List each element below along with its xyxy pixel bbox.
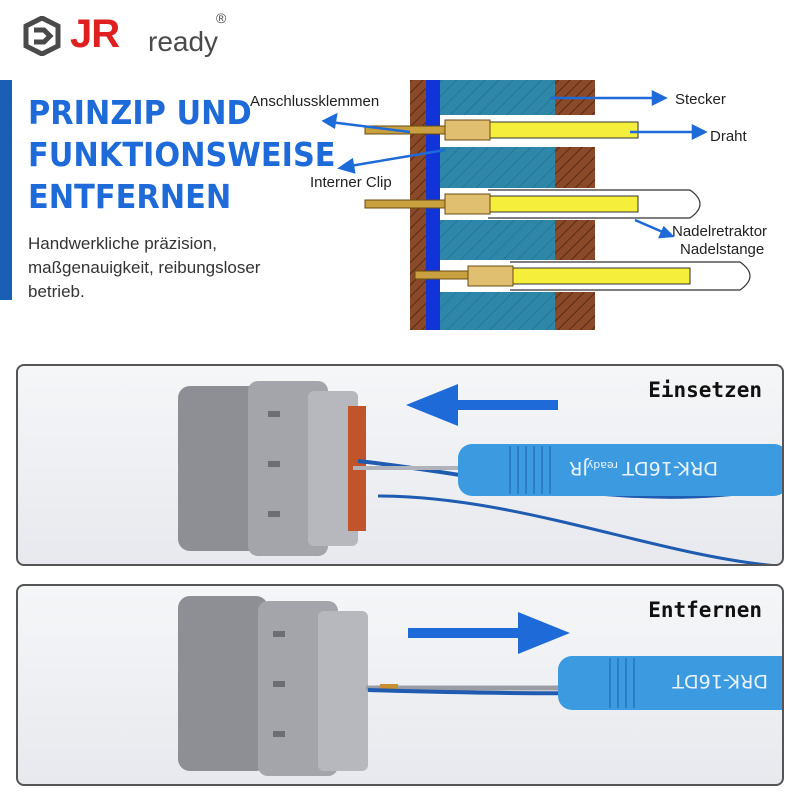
connector-thread <box>318 611 368 771</box>
brand-logo: JR ready ® <box>20 10 240 62</box>
connector-thread <box>308 391 358 546</box>
connector-notches <box>273 631 285 737</box>
tool-grip <box>609 658 635 708</box>
remove-title: Entfernen <box>648 598 762 622</box>
label-plug: Stecker <box>675 91 726 108</box>
title-line-1: PRINZIP UND <box>28 93 252 132</box>
tool-brand-suffix-label: ready <box>586 459 618 472</box>
wire-3 <box>509 267 691 285</box>
wire-1 <box>487 121 639 139</box>
label-needle-rod: Nadelstange <box>680 241 764 258</box>
diagram-pointers <box>321 89 708 239</box>
brand-mark-icon <box>23 16 61 56</box>
connector-notches <box>268 411 280 517</box>
label-wire: Draht <box>710 128 748 145</box>
retractor-tube-3 <box>510 261 751 291</box>
wire-2 <box>487 195 639 213</box>
connector-back <box>178 596 268 771</box>
retractor-tube-2 <box>488 189 701 219</box>
connector-back <box>178 386 268 551</box>
tool-grip <box>509 446 551 494</box>
insert-panel: DRK-16DT JR ready Einsetzen <box>16 364 784 566</box>
wire-loop <box>377 494 774 564</box>
brand-jr: JR <box>70 12 120 56</box>
brand-ready: ready <box>148 26 219 57</box>
tool-model-label: DRK-16DT <box>622 457 718 479</box>
terminal <box>380 684 398 692</box>
remove-panel: DRK-16DT Entfernen <box>16 584 784 786</box>
registered-mark: ® <box>216 10 227 26</box>
page-title: PRINZIP UND FUNKTIONSWEISE ENTFERNEN <box>28 92 336 218</box>
pin-2 <box>364 199 456 209</box>
terminal-2 <box>444 193 491 215</box>
insert-title: Einsetzen <box>648 378 762 402</box>
tool-brand-label: JR <box>569 457 589 479</box>
remove-arrow <box>408 612 570 654</box>
tool-model-label: DRK-16DT <box>672 670 768 692</box>
terminal-1 <box>444 119 491 141</box>
title-line-2: FUNKTIONSWEISE <box>28 135 336 174</box>
insert-illustration: DRK-16DT JR ready <box>178 381 782 564</box>
terminal-3 <box>467 265 514 287</box>
tool-handle <box>558 656 782 710</box>
description-text: Handwerkliche präzision, maßgenauigkeit,… <box>28 234 261 301</box>
insert-arrow <box>406 384 558 426</box>
label-internal-clip: Interner Clip <box>310 174 392 191</box>
tool-handle <box>458 444 782 496</box>
title-line-3: ENTFERNEN <box>28 177 232 216</box>
accent-bar <box>0 80 12 300</box>
label-terminals: Anschlussklemmen <box>250 93 379 110</box>
remove-illustration: DRK-16DT <box>178 596 782 776</box>
mechanism-diagram: Anschlussklemmen Stecker Draht Interner … <box>250 80 767 330</box>
label-needle-retractor: Nadelretraktor <box>672 223 767 240</box>
